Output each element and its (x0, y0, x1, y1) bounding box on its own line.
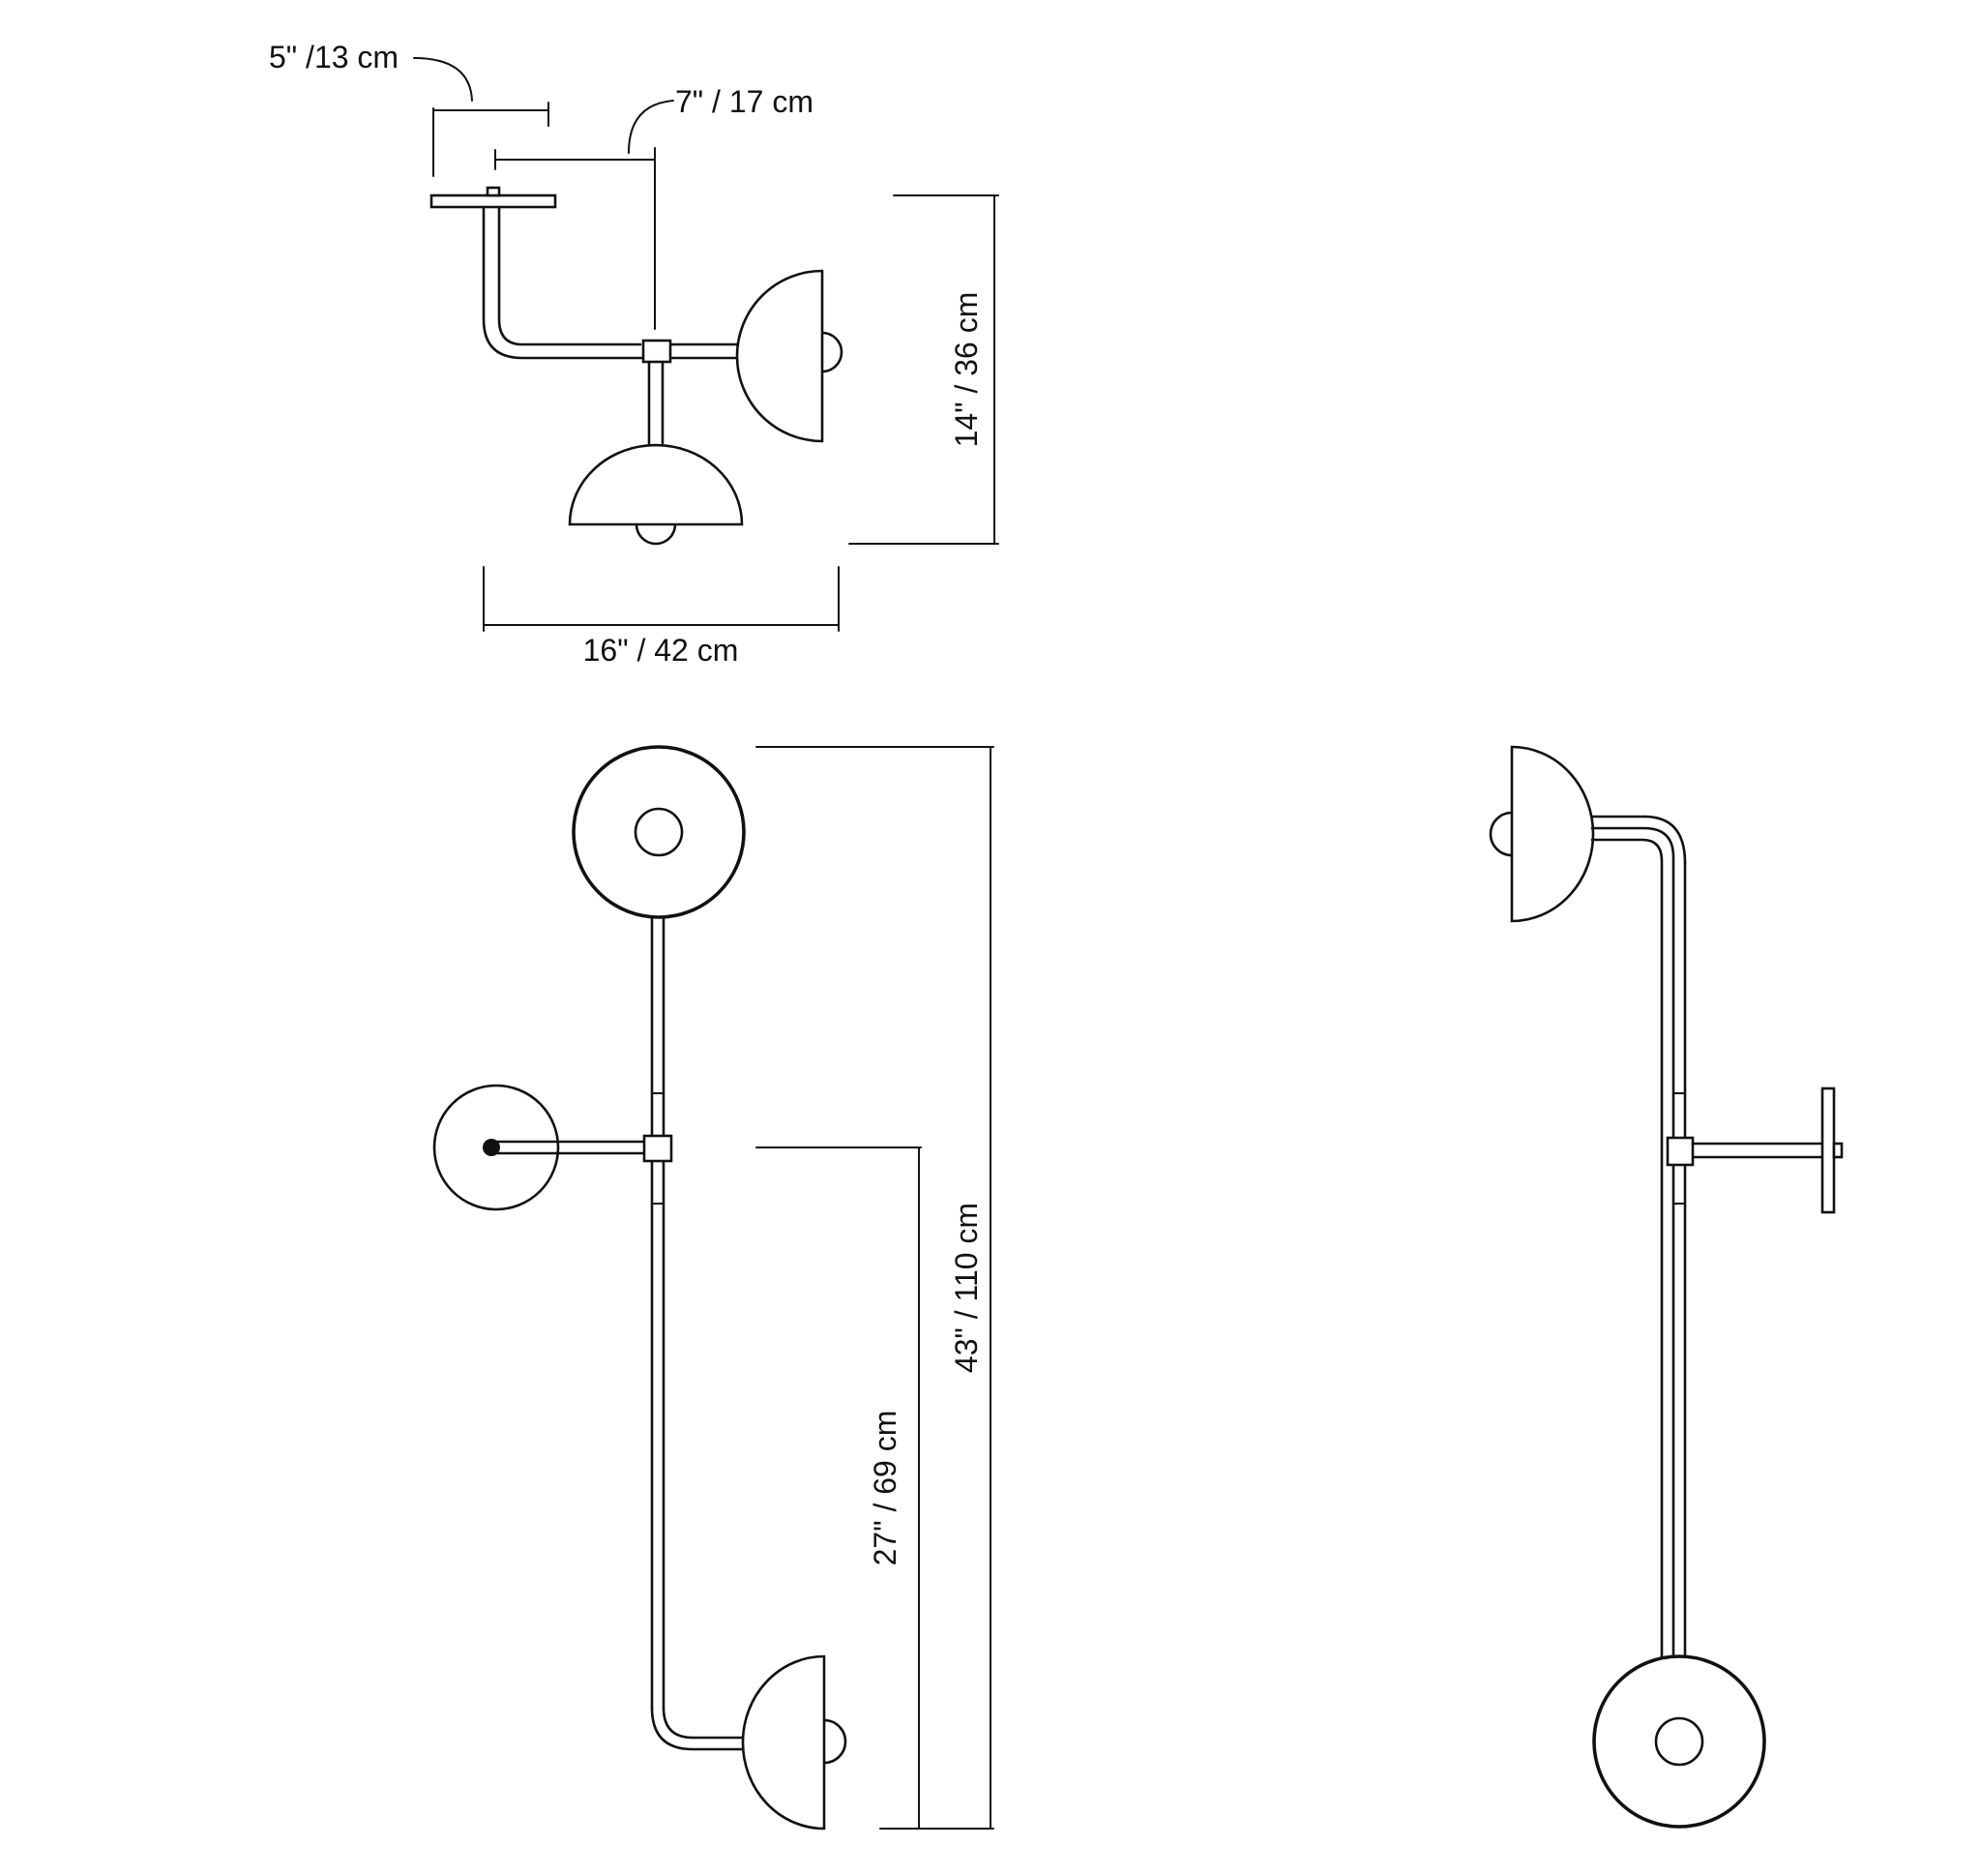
label-top-height: 14" / 36 cm (949, 292, 984, 448)
front-canopy-screw (483, 1139, 500, 1156)
front-shade-bottom (741, 1654, 826, 1831)
stem-inner (497, 205, 642, 346)
label-top-width: 16" / 42 cm (583, 633, 739, 668)
label-lower-height: 27" / 69 cm (868, 1411, 902, 1566)
front-bulb-top (634, 807, 684, 857)
bulb-right (820, 331, 843, 373)
stem-outer (482, 205, 648, 360)
side-joint (1666, 1136, 1695, 1167)
dim-lower-height (755, 1146, 922, 1830)
front-bulb-bottom (822, 1718, 847, 1765)
dim-overall-height (755, 746, 994, 1830)
dim-arm-offset (494, 100, 674, 330)
front-bend-inner (662, 1706, 749, 1740)
top-view: 5" /13 cm 7" / 17 cm (269, 40, 999, 668)
side-bulb-bottom (1654, 1716, 1704, 1767)
front-bend-outer (650, 1706, 749, 1751)
front-view: 43" / 110 cm 27" / 69 cm (432, 745, 994, 1831)
side-view (1489, 745, 1844, 1829)
side-canopy-nut (1832, 1142, 1844, 1159)
side-stem-outer (1590, 838, 1664, 1658)
label-overall-height: 43" / 110 cm (949, 1203, 984, 1373)
canopy-plate (429, 194, 557, 209)
bulb-bottom (635, 522, 677, 546)
dim-canopy-projection (413, 57, 549, 177)
label-canopy-projection: 5" /13 cm (269, 40, 399, 74)
shade-bottom (568, 443, 744, 526)
canopy-nut (486, 186, 501, 197)
side-stem-inner (1590, 826, 1675, 1658)
front-joint (642, 1134, 673, 1163)
label-arm-offset: 7" / 17 cm (675, 84, 813, 119)
shade-right (735, 269, 824, 443)
side-canopy (1820, 1087, 1836, 1214)
side-bend-outer (1642, 815, 1687, 865)
arm-joint (641, 339, 672, 364)
side-shade-top (1510, 745, 1595, 923)
dim-top-height (848, 194, 999, 545)
dim-top-width (483, 566, 840, 632)
side-bulb-top (1489, 811, 1514, 857)
